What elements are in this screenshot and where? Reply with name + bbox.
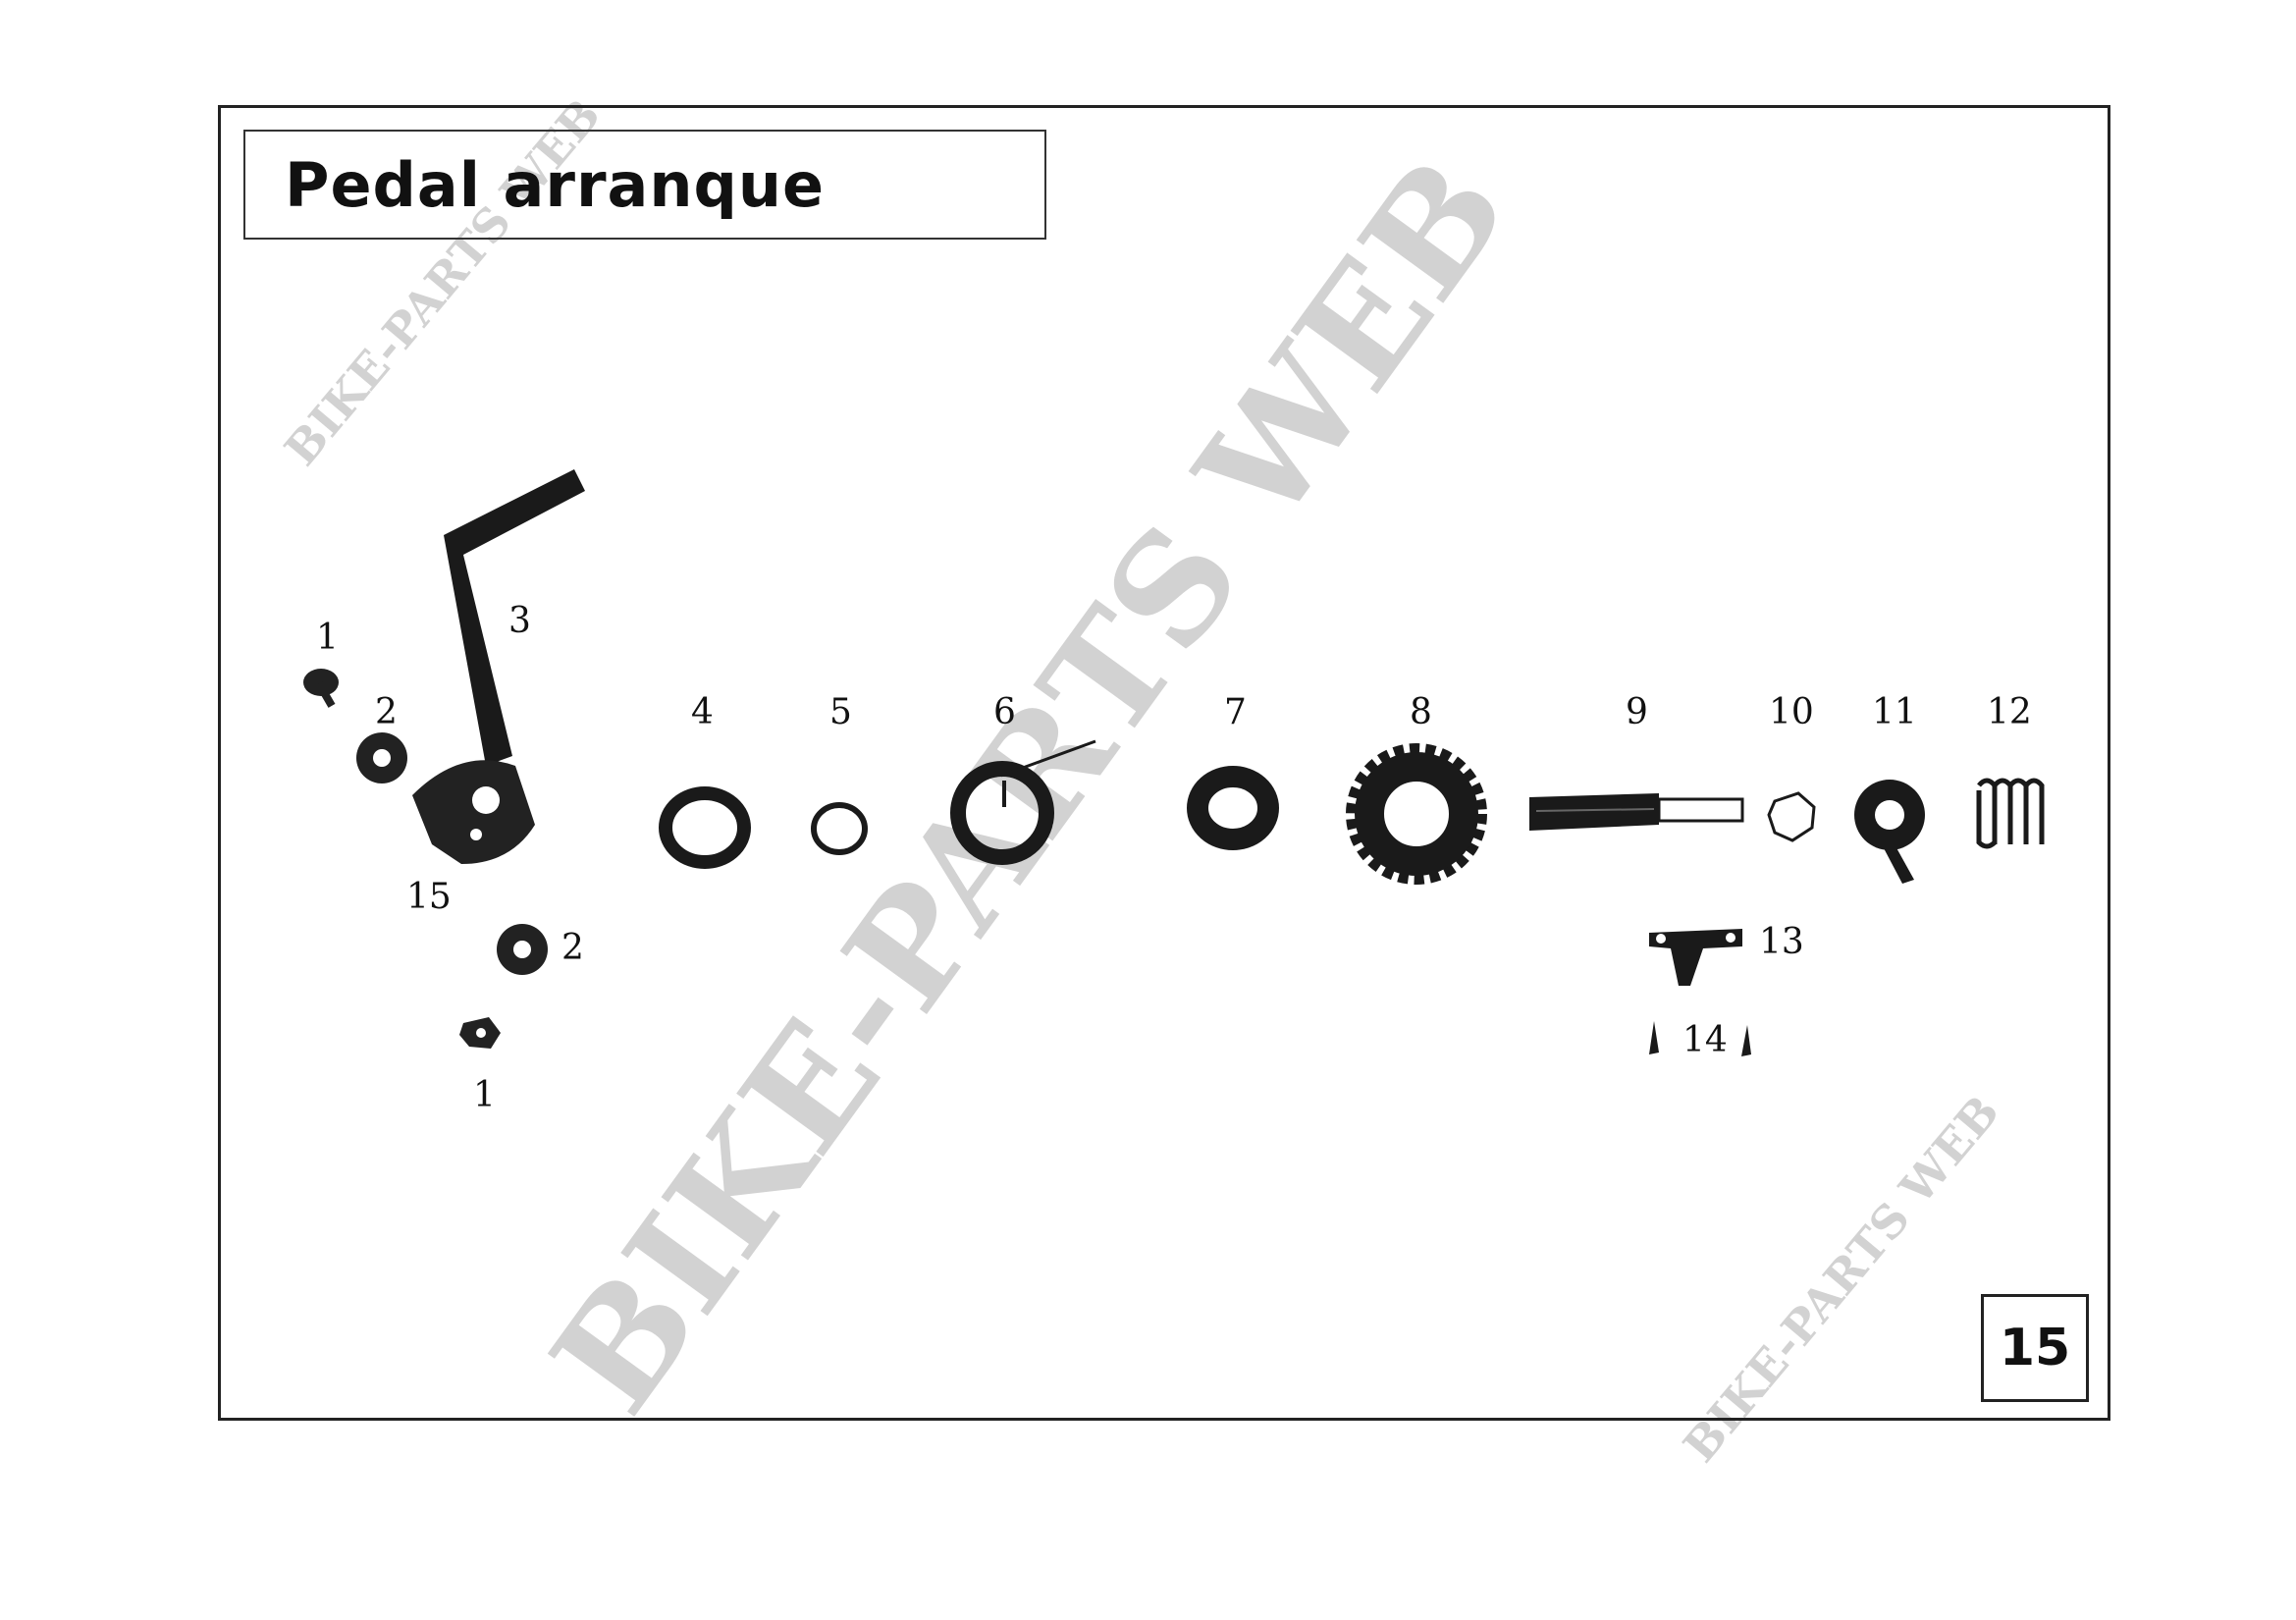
- part-7-washer: [1187, 766, 1279, 850]
- callout-12: 12: [1987, 692, 2032, 732]
- part-2-washer-bottom: [497, 924, 548, 975]
- callout-1-bottom: 1: [473, 1075, 496, 1115]
- callout-14: 14: [1682, 1020, 1728, 1060]
- part-13-plate: [1649, 929, 1742, 986]
- part-2-washer-top: [356, 732, 407, 783]
- part-3-kick-lever: [412, 445, 585, 864]
- callout-6: 6: [993, 692, 1016, 732]
- page-title: Pedal arranque: [285, 149, 826, 221]
- part-1-nut: [459, 1017, 501, 1049]
- page-number: 15: [1999, 1319, 2071, 1377]
- part-4-washer: [659, 786, 751, 869]
- callout-2-bottom: 2: [561, 928, 584, 968]
- callout-7: 7: [1224, 692, 1247, 732]
- title-box: Pedal arranque: [243, 130, 1046, 240]
- callout-1-top: 1: [316, 618, 339, 658]
- callout-11: 11: [1872, 692, 1917, 732]
- callout-3: 3: [508, 601, 531, 641]
- callout-4: 4: [691, 692, 714, 732]
- part-12-spring: [1976, 778, 2045, 849]
- diagram-frame: [218, 105, 2110, 1421]
- callout-8: 8: [1410, 692, 1432, 732]
- callout-15: 15: [406, 877, 452, 917]
- part-14-screws: [1649, 1021, 1751, 1056]
- callout-5: 5: [829, 692, 852, 732]
- callout-2-top: 2: [375, 692, 398, 732]
- part-11-ratchet: [1854, 780, 1925, 884]
- part-9-shaft: [1529, 793, 1744, 831]
- part-1-bolt: [303, 669, 339, 708]
- part-8-gear: [1346, 743, 1487, 885]
- page-number-box: 15: [1981, 1294, 2089, 1402]
- part-5-ring: [811, 802, 868, 855]
- part-6-return-spring: [950, 739, 1096, 865]
- part-10-circlip: [1767, 791, 1816, 842]
- callout-13: 13: [1759, 922, 1804, 962]
- callout-10: 10: [1769, 692, 1814, 732]
- callout-9: 9: [1626, 692, 1648, 732]
